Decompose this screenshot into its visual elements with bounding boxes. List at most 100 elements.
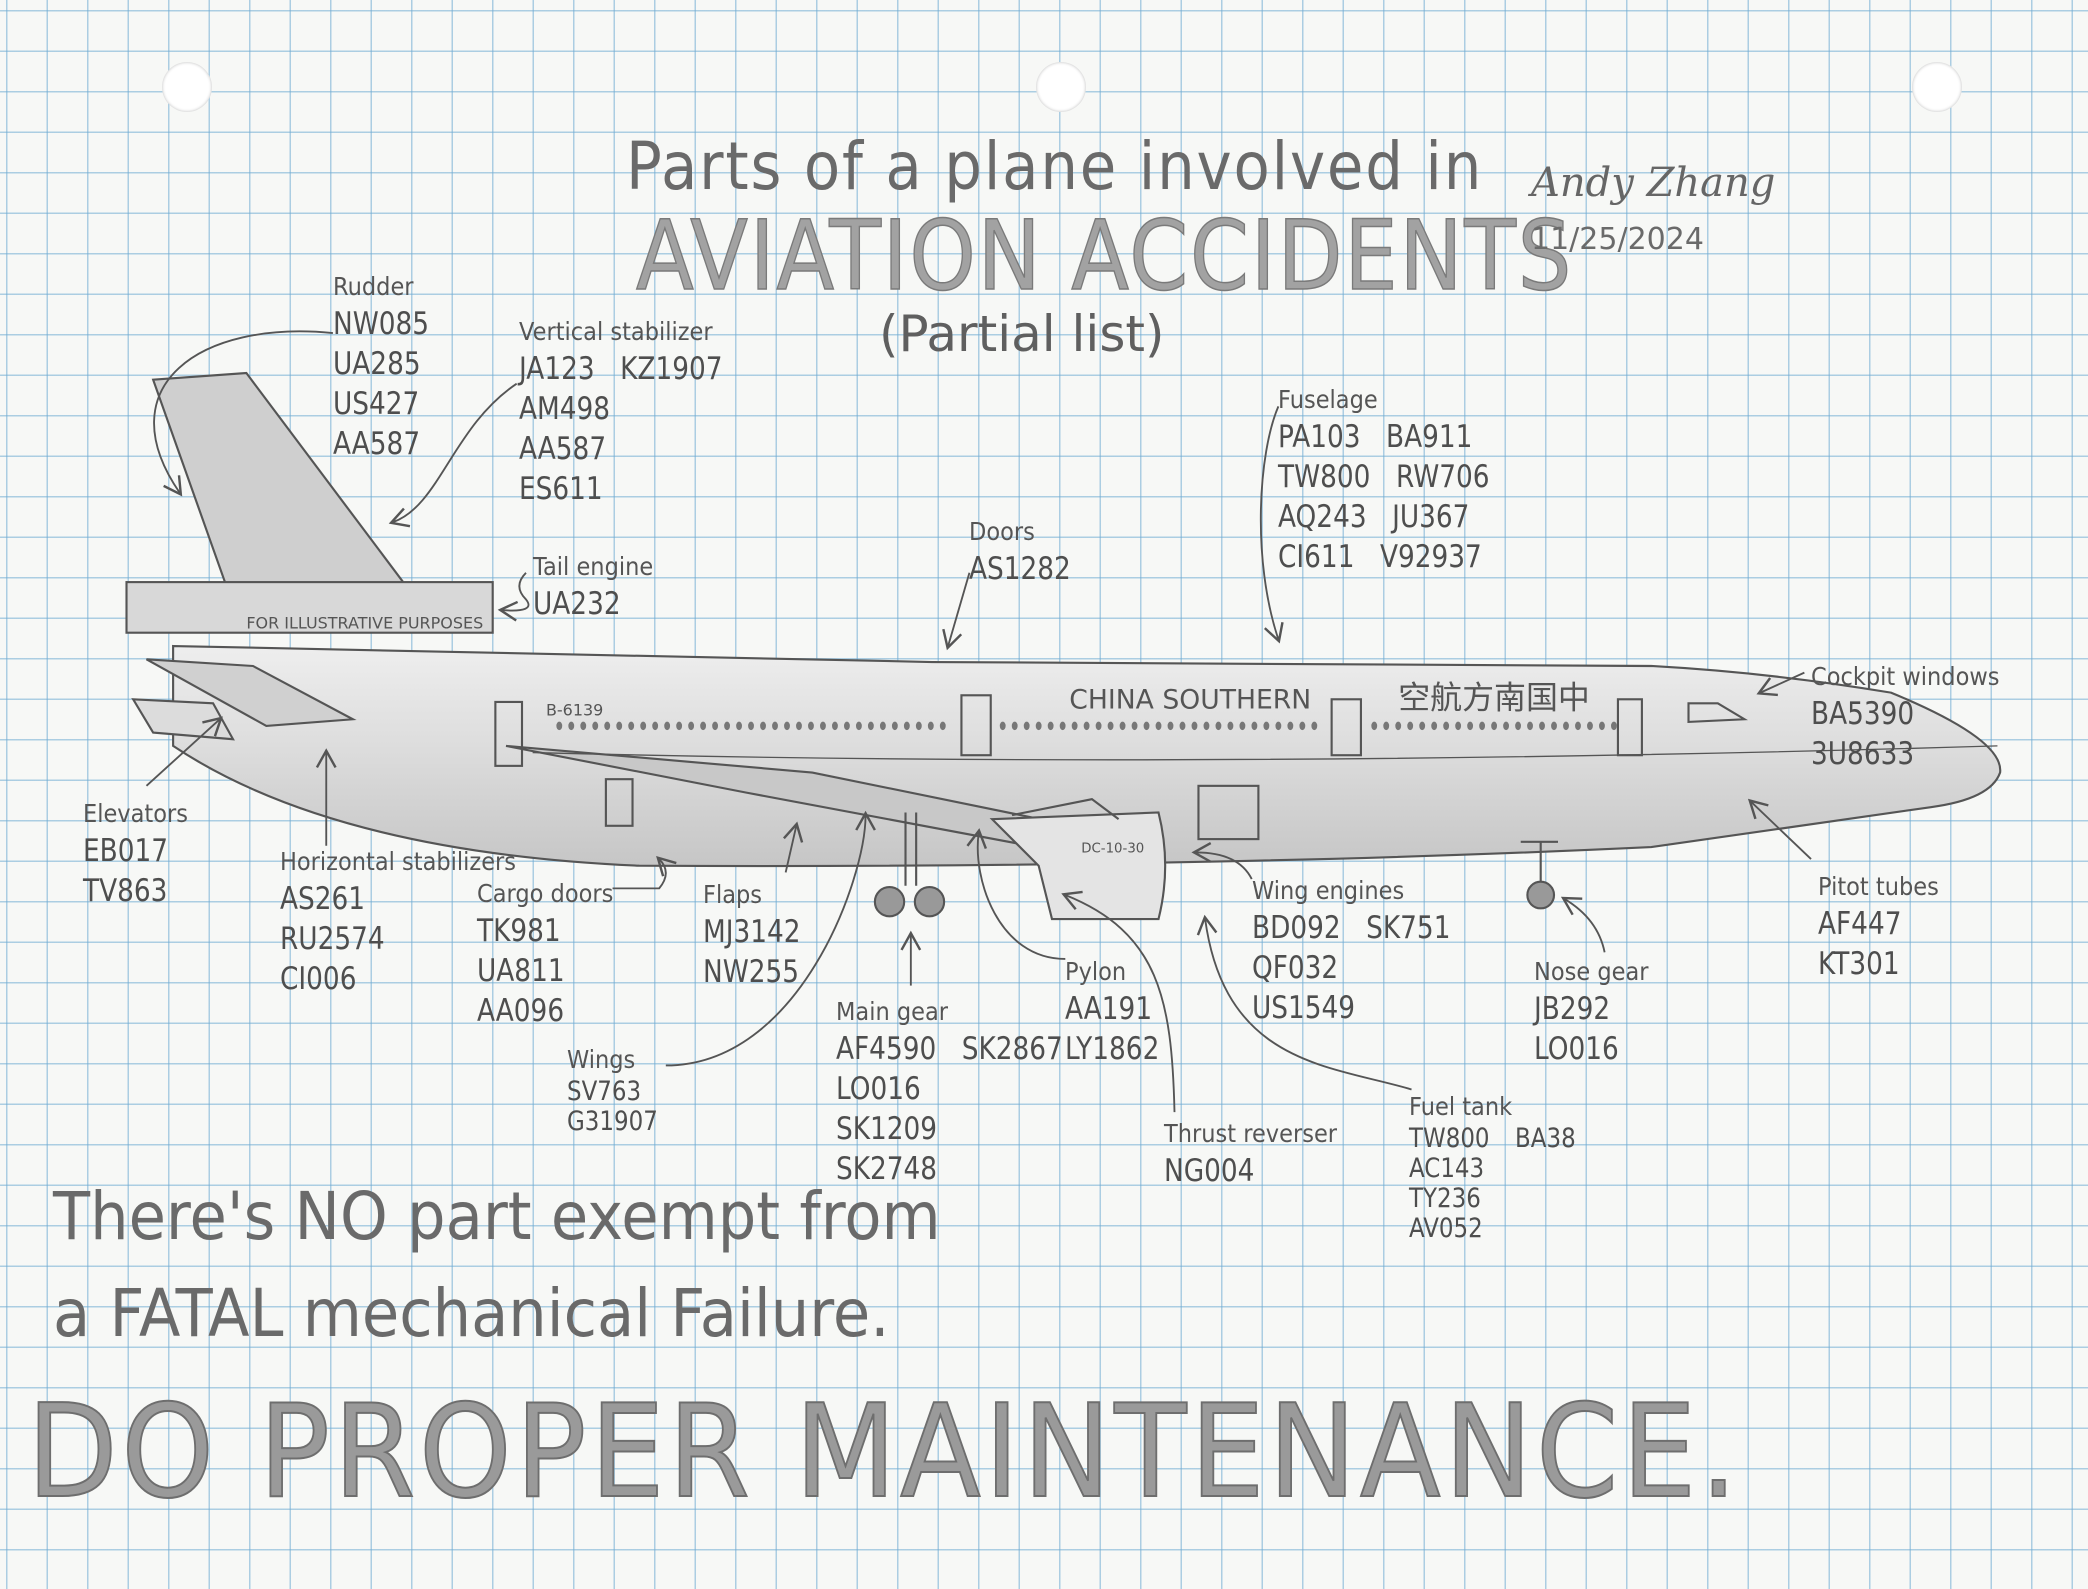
flight-code: CI611 bbox=[1278, 539, 1355, 575]
cabin-window bbox=[1239, 721, 1246, 731]
flight-row: CI611 V92937 bbox=[1278, 537, 1515, 577]
cabin-window bbox=[915, 721, 922, 731]
flight-row: MJ3142 bbox=[703, 912, 826, 952]
flight-code: PA103 bbox=[1278, 419, 1361, 455]
flight-code: KZ1907 bbox=[620, 351, 723, 387]
flight-row: SK2748 bbox=[836, 1149, 1088, 1189]
flight-code: AS1282 bbox=[969, 551, 1071, 587]
cabin-window bbox=[1467, 721, 1474, 731]
cabin-window bbox=[867, 721, 874, 731]
flight-code: AS261 bbox=[280, 881, 366, 917]
flight-code: RU2574 bbox=[280, 921, 385, 957]
cabin-window bbox=[1047, 721, 1054, 731]
flight-row: LO016 bbox=[836, 1069, 1088, 1109]
flight-row: JB292 bbox=[1534, 989, 1644, 1029]
cabin-window bbox=[927, 721, 934, 731]
cabin-window bbox=[652, 721, 659, 731]
flight-code: UA811 bbox=[477, 953, 565, 989]
flight-row: KT301 bbox=[1818, 944, 1932, 984]
cabin-window bbox=[1131, 721, 1138, 731]
part-name: Flaps bbox=[703, 880, 762, 909]
thrust-reverser-arrow bbox=[1061, 890, 1176, 1113]
flight-code: AA191 bbox=[1065, 991, 1153, 1027]
binder-hole-center bbox=[1036, 62, 1086, 112]
flight-row: QF032 bbox=[1252, 948, 1476, 988]
flight-row: TK981 bbox=[477, 911, 606, 951]
airline-name-chinese: 空航方南国中 bbox=[1398, 679, 1590, 717]
cabin-window bbox=[1383, 721, 1390, 731]
flight-code: NW255 bbox=[703, 954, 800, 990]
flight-code: G31907 bbox=[567, 1106, 658, 1137]
flight-code: BA911 bbox=[1386, 419, 1473, 455]
wing-engine bbox=[989, 811, 1167, 921]
flight-row: BA5390 bbox=[1811, 694, 1989, 734]
wings-arrow bbox=[665, 810, 876, 1067]
cockpit-windows-arrow bbox=[1756, 671, 1805, 697]
flight-row: AA191 bbox=[1065, 989, 1185, 1029]
engine-type: DC-10-30 bbox=[1081, 841, 1144, 856]
cabin-window bbox=[1035, 721, 1042, 731]
cabin-window bbox=[724, 721, 731, 731]
doors-arrow bbox=[942, 572, 971, 651]
tail-engine bbox=[125, 581, 494, 634]
flight-code: KT301 bbox=[1818, 946, 1900, 982]
cargo-door bbox=[604, 778, 634, 827]
cabin-window bbox=[820, 721, 826, 731]
part-name: Tail engine bbox=[533, 552, 654, 581]
cabin-window bbox=[1191, 721, 1198, 731]
cabin-window bbox=[688, 721, 695, 731]
cabin-window bbox=[556, 721, 563, 731]
flight-code: V92937 bbox=[1379, 539, 1482, 575]
flight-row: NW255 bbox=[703, 952, 826, 992]
flight-row: US1549 bbox=[1252, 988, 1476, 1028]
flight-code: AQ243 bbox=[1278, 499, 1367, 535]
pitot-tubes-arrow bbox=[1747, 798, 1812, 860]
flight-row: LY1862 bbox=[1065, 1029, 1185, 1069]
flight-row: AS261 bbox=[280, 879, 503, 919]
cabin-window bbox=[712, 721, 719, 731]
cabin-window bbox=[1407, 721, 1414, 731]
cabin-window bbox=[903, 721, 910, 731]
cabin-window bbox=[1503, 721, 1510, 731]
part-name: Wing engines bbox=[1252, 876, 1405, 905]
cabin-window bbox=[843, 721, 850, 731]
cabin-window bbox=[640, 721, 647, 731]
cabin-window bbox=[1227, 721, 1234, 731]
cabin-window bbox=[879, 721, 886, 731]
flight-code: LO016 bbox=[836, 1071, 921, 1107]
cargo-doors-arrow bbox=[612, 855, 677, 890]
flight-row: SK1209 bbox=[836, 1109, 1088, 1149]
main-gear-wheel bbox=[873, 885, 906, 918]
flight-row: ES611 bbox=[519, 469, 748, 509]
part-name: Cockpit windows bbox=[1811, 662, 2000, 691]
flight-code: ES611 bbox=[519, 471, 603, 507]
cabin-window bbox=[1119, 721, 1126, 731]
cabin-window bbox=[939, 721, 946, 731]
wing-engines-arrow bbox=[1191, 842, 1253, 880]
title-line-1: Parts of a plane involved in bbox=[626, 128, 1484, 205]
cabin-window bbox=[1071, 721, 1078, 731]
part-name: Wings bbox=[567, 1045, 636, 1074]
flight-row: AC143 bbox=[1409, 1154, 1601, 1184]
flight-code: BA38 bbox=[1515, 1123, 1576, 1154]
title-line-2: AVIATION ACCIDENTS bbox=[635, 199, 1574, 313]
cabin-window bbox=[1443, 721, 1450, 731]
cabin-window bbox=[1395, 721, 1402, 731]
flight-row: TV863 bbox=[83, 871, 194, 911]
flight-row: UA811 bbox=[477, 951, 606, 991]
cabin-window bbox=[891, 721, 898, 731]
cabin-window bbox=[1107, 721, 1114, 731]
binder-hole-left bbox=[162, 62, 212, 112]
registration: B-6139 bbox=[546, 700, 603, 719]
cabin-window bbox=[855, 721, 862, 731]
cabin-window bbox=[1479, 721, 1486, 731]
